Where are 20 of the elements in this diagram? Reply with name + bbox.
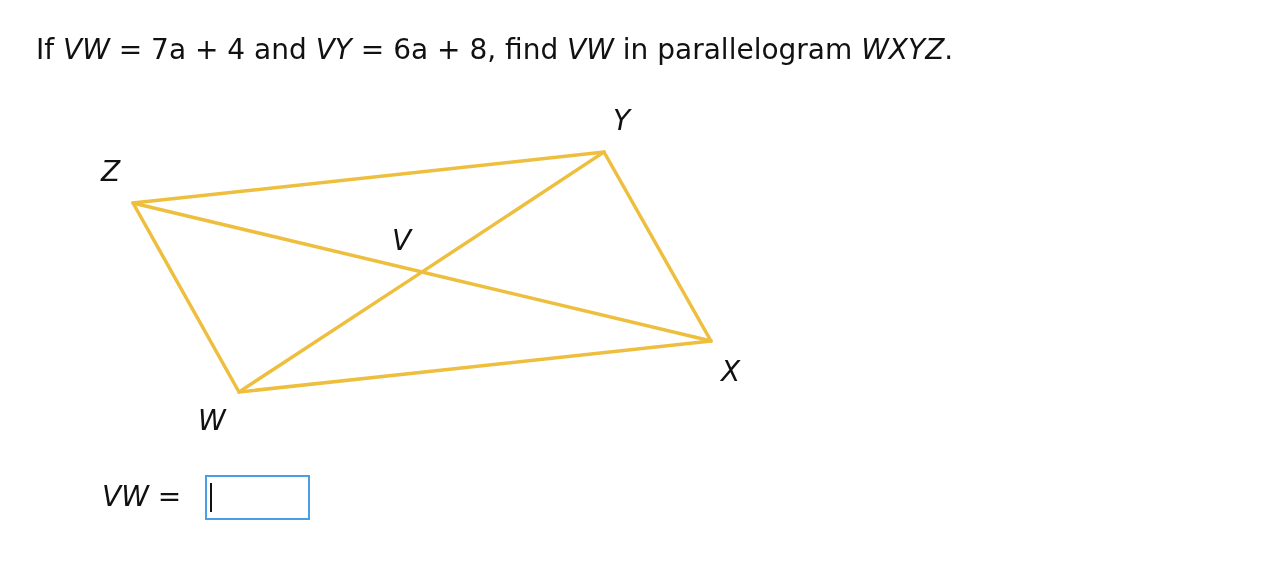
vertex-point xyxy=(420,270,424,274)
vertex-point xyxy=(131,201,135,205)
vertex-label: Y xyxy=(613,106,631,136)
answer-prompt: VW = xyxy=(102,480,182,513)
vertex-label: W xyxy=(198,406,226,436)
question-text: If VW = 7a + 4 and VY = 6a + 8, find VW in parallelogram WXYZ. xyxy=(36,33,954,66)
parallelogram-line xyxy=(133,201,422,274)
parallelogram-line xyxy=(603,152,712,341)
vertex-point xyxy=(602,150,606,154)
vertex-point xyxy=(709,339,713,343)
parallelogram-line xyxy=(238,271,423,393)
vertex-point xyxy=(237,390,241,394)
vertex-label: Z xyxy=(101,157,121,187)
parallelogram-line xyxy=(421,151,605,273)
parallelogram-line xyxy=(133,150,604,205)
vertex-label: X xyxy=(721,357,741,387)
parallelogram-line xyxy=(422,270,711,343)
parallelogram-line xyxy=(239,339,711,394)
vertex-label: V xyxy=(392,226,412,256)
parallelogram-line xyxy=(132,203,240,392)
